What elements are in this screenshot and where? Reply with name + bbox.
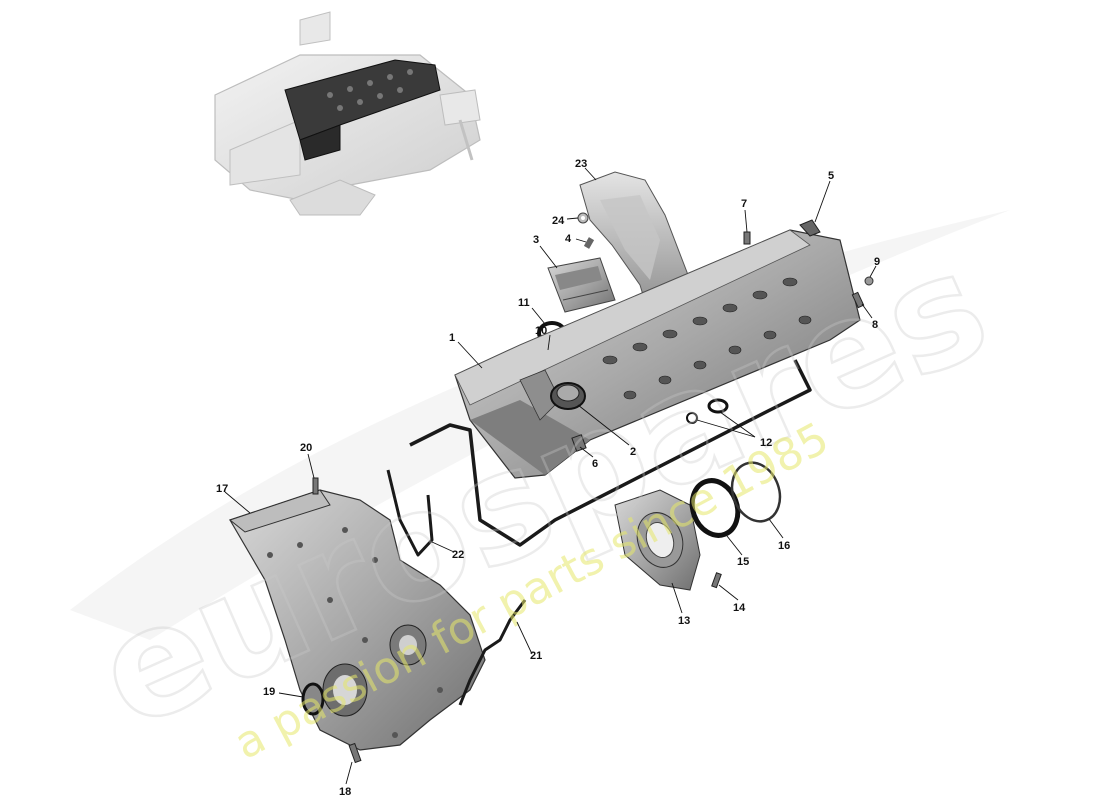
oil-filler-cap — [550, 382, 586, 410]
leader-17 — [224, 491, 251, 514]
washer — [577, 212, 589, 224]
leader-14 — [718, 584, 739, 601]
callout-22: 22 — [452, 549, 464, 561]
washer-9 — [864, 276, 874, 286]
callout-1: 1 — [449, 332, 455, 344]
leader-3 — [539, 245, 558, 269]
callout-7: 7 — [741, 198, 747, 210]
callout-4: 4 — [565, 233, 572, 245]
leader-5 — [814, 180, 831, 223]
callout-15: 15 — [737, 556, 749, 568]
leader-18 — [345, 761, 353, 785]
leader-20 — [307, 453, 315, 479]
callout-5: 5 — [828, 170, 834, 182]
callout-13: 13 — [678, 615, 690, 627]
leader-7 — [744, 209, 748, 233]
rear-seal-carrier — [614, 489, 701, 591]
leader-8 — [861, 303, 873, 319]
heat-shield — [547, 257, 616, 313]
callout-21: 21 — [530, 650, 542, 662]
bolt-7 — [743, 231, 751, 245]
leader-2 — [577, 404, 630, 446]
callout-12: 12 — [760, 437, 772, 449]
leader-10 — [547, 334, 551, 351]
callout-2: 2 — [630, 446, 636, 458]
callout-16: 16 — [778, 540, 790, 552]
leader-11 — [531, 307, 546, 325]
bolt-8 — [851, 291, 865, 309]
callout-20: 20 — [300, 442, 312, 454]
breather-elbow — [799, 219, 821, 237]
callout-3: 3 — [533, 234, 539, 246]
callout-6: 6 — [592, 458, 598, 470]
oil-pump-gasket — [458, 599, 527, 706]
leader-9 — [869, 265, 877, 278]
leader-15 — [726, 535, 743, 556]
callout-19: 19 — [263, 686, 275, 698]
watermark: eurospares a passion for parts since 198… — [73, 217, 1013, 770]
leader-12a — [696, 419, 756, 438]
leader-4 — [575, 238, 587, 243]
small-o-rings — [686, 398, 729, 424]
leader-23 — [584, 167, 597, 181]
leader-12b — [719, 411, 756, 438]
callout-23: 23 — [575, 158, 587, 170]
small-bolt — [583, 237, 595, 249]
bolt-18 — [348, 742, 362, 764]
leader-6 — [579, 446, 594, 458]
leader-21 — [516, 621, 533, 655]
leader-16 — [768, 518, 784, 539]
front-crank-seal — [301, 682, 325, 716]
leader-19 — [278, 692, 304, 698]
watermark-brand: eurospares — [74, 218, 1011, 763]
front-timing-cover — [228, 489, 486, 751]
o-ring-large — [730, 461, 782, 523]
leader-13 — [671, 582, 683, 614]
engine-overview-thumbnail — [214, 11, 481, 216]
callout-8: 8 — [872, 319, 878, 331]
cam-cover-gasket — [409, 359, 812, 547]
bolt-14 — [711, 572, 722, 589]
sensor — [571, 434, 587, 452]
leader-1 — [457, 341, 483, 369]
camshaft-cover — [454, 229, 861, 479]
callout-18: 18 — [339, 786, 351, 798]
callout-11: 11 — [518, 297, 530, 309]
callout-14: 14 — [733, 602, 746, 614]
callout-labels: 1 2 3 4 5 6 7 8 9 10 11 12 13 14 15 16 1… — [216, 158, 880, 798]
leader-lines — [224, 167, 877, 785]
callout-10: 10 — [535, 325, 547, 337]
leader-22 — [431, 541, 455, 553]
leader-24 — [566, 217, 579, 220]
callout-24: 24 — [552, 215, 565, 227]
front-cover-gasket — [386, 469, 434, 557]
bolt-20 — [312, 477, 319, 495]
callout-17: 17 — [216, 483, 228, 495]
callout-9: 9 — [874, 256, 880, 268]
